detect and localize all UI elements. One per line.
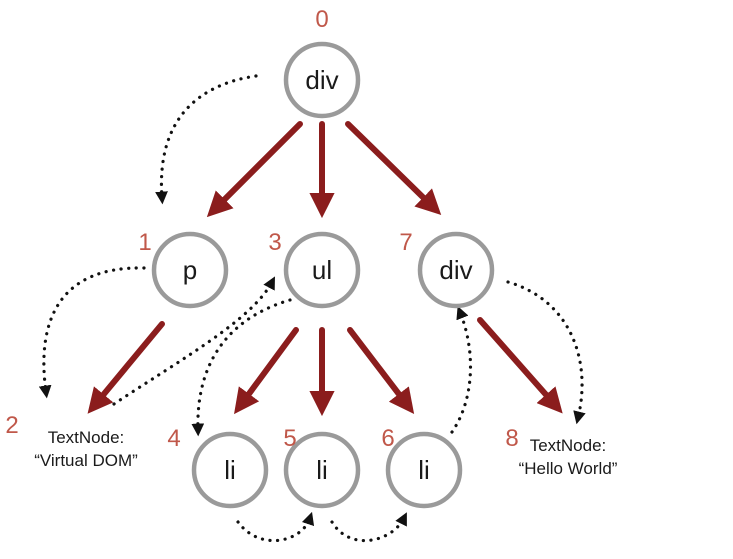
edge-ul-to-li-4 <box>234 327 299 415</box>
node-1: p 1 <box>138 229 229 309</box>
node-6-circle <box>385 431 463 509</box>
node-0-label: div <box>305 65 338 95</box>
node-7-circle <box>417 231 495 309</box>
edge-div-to-p <box>206 121 303 218</box>
traversal-2-to-3 <box>112 276 275 406</box>
node-0-index: 0 <box>315 6 328 33</box>
node-5-index: 5 <box>283 425 296 452</box>
node-6-index: 6 <box>381 425 394 452</box>
text-node-2-type: TextNode: <box>48 428 125 447</box>
text-node-8-value: “Hello World” <box>519 459 618 478</box>
text-node-8-index: 8 <box>505 425 518 452</box>
node-1-label: p <box>183 255 197 285</box>
node-4-index: 4 <box>167 425 180 452</box>
node-5: li 5 <box>283 425 361 509</box>
text-node-2-index: 2 <box>5 412 18 439</box>
text-node-8-type: TextNode: <box>530 436 607 455</box>
traversal-3-to-4 <box>191 298 292 437</box>
edge-p-to-textnode <box>87 321 165 414</box>
node-3-circle <box>283 231 361 309</box>
traversal-7-to-8 <box>506 280 586 425</box>
edge-div-to-div <box>345 121 442 216</box>
text-node-2: 2 TextNode: “Virtual DOM” <box>5 412 138 470</box>
node-7: div 7 <box>399 229 495 309</box>
node-5-circle <box>283 431 361 509</box>
edge-ul-to-li-6 <box>347 327 415 415</box>
traversal-5-to-6 <box>330 512 407 543</box>
node-0: div 0 <box>283 6 361 119</box>
node-4-label: li <box>224 455 236 485</box>
traversal-4-to-5 <box>236 511 315 543</box>
node-6: li 6 <box>381 425 463 509</box>
node-6-label: li <box>418 455 430 485</box>
text-node-2-value: “Virtual DOM” <box>34 451 138 470</box>
node-5-label: li <box>316 455 328 485</box>
traversal-arrows <box>38 74 586 543</box>
node-7-index: 7 <box>399 229 412 256</box>
node-1-index: 1 <box>138 229 151 256</box>
traversal-6-to-7 <box>450 306 473 434</box>
node-0-circle <box>283 41 361 119</box>
tree-edges <box>87 121 563 417</box>
edge-div-to-textnode <box>477 317 563 414</box>
node-3-index: 3 <box>268 229 281 256</box>
node-1-circle <box>151 231 229 309</box>
traversal-1-to-2 <box>38 266 146 399</box>
node-4: li 4 <box>167 425 269 509</box>
node-4-circle <box>191 431 269 509</box>
text-node-8: 8 TextNode: “Hello World” <box>505 425 617 478</box>
node-3: ul 3 <box>268 229 361 309</box>
node-3-label: ul <box>312 255 332 285</box>
node-7-label: div <box>439 255 472 285</box>
